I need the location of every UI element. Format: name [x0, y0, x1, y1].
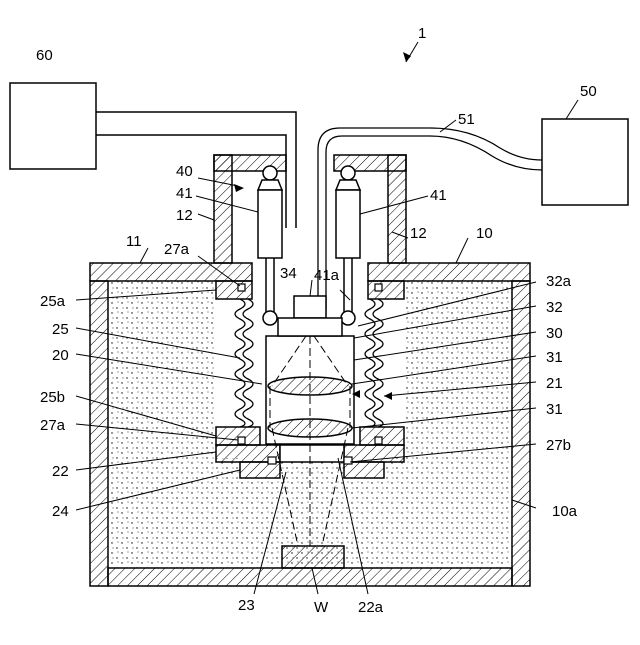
- bellows-25-left: [235, 299, 253, 427]
- label-41-right: 41: [430, 187, 447, 204]
- label-24: 24: [52, 503, 69, 520]
- label-25a: 25a: [40, 293, 66, 310]
- label-22: 22: [52, 463, 69, 480]
- flange-25a-right: [368, 281, 404, 299]
- label-30: 30: [546, 325, 563, 342]
- flange-25a-left: [216, 281, 252, 299]
- label-31-top: 31: [546, 349, 563, 366]
- box-60: [10, 83, 96, 169]
- box-50: [542, 119, 628, 205]
- label-41-left: 41: [176, 185, 193, 202]
- label-34: 34: [280, 265, 297, 282]
- label-51: 51: [458, 111, 475, 128]
- label-60: 60: [36, 47, 53, 64]
- label-41a: 41a: [314, 267, 340, 284]
- work-w: [282, 546, 344, 568]
- label-32: 32: [546, 299, 563, 316]
- label-31-bottom: 31: [546, 401, 563, 418]
- label-40: 40: [176, 163, 193, 180]
- label-27b: 27b: [546, 437, 571, 454]
- label-27a-bottom: 27a: [40, 417, 66, 434]
- label-10a: 10a: [552, 503, 578, 520]
- actuator-41-left: [258, 166, 282, 325]
- label-w: W: [314, 599, 329, 616]
- label-20: 20: [52, 347, 69, 364]
- label-10: 10: [476, 225, 493, 242]
- label-25: 25: [52, 321, 69, 338]
- label-32a: 32a: [546, 273, 572, 290]
- label-23: 23: [238, 597, 255, 614]
- bellows-25-right: [365, 299, 383, 427]
- label-12-right: 12: [410, 225, 427, 242]
- label-25b: 25b: [40, 389, 65, 406]
- label-12-left: 12: [176, 207, 193, 224]
- label-27a-top: 27a: [164, 241, 190, 258]
- label-22a: 22a: [358, 599, 384, 616]
- label-1: 1: [418, 25, 426, 42]
- label-11: 11: [126, 233, 142, 250]
- label-50: 50: [580, 83, 597, 100]
- label-21: 21: [546, 375, 563, 392]
- actuator-41-right: [336, 166, 360, 325]
